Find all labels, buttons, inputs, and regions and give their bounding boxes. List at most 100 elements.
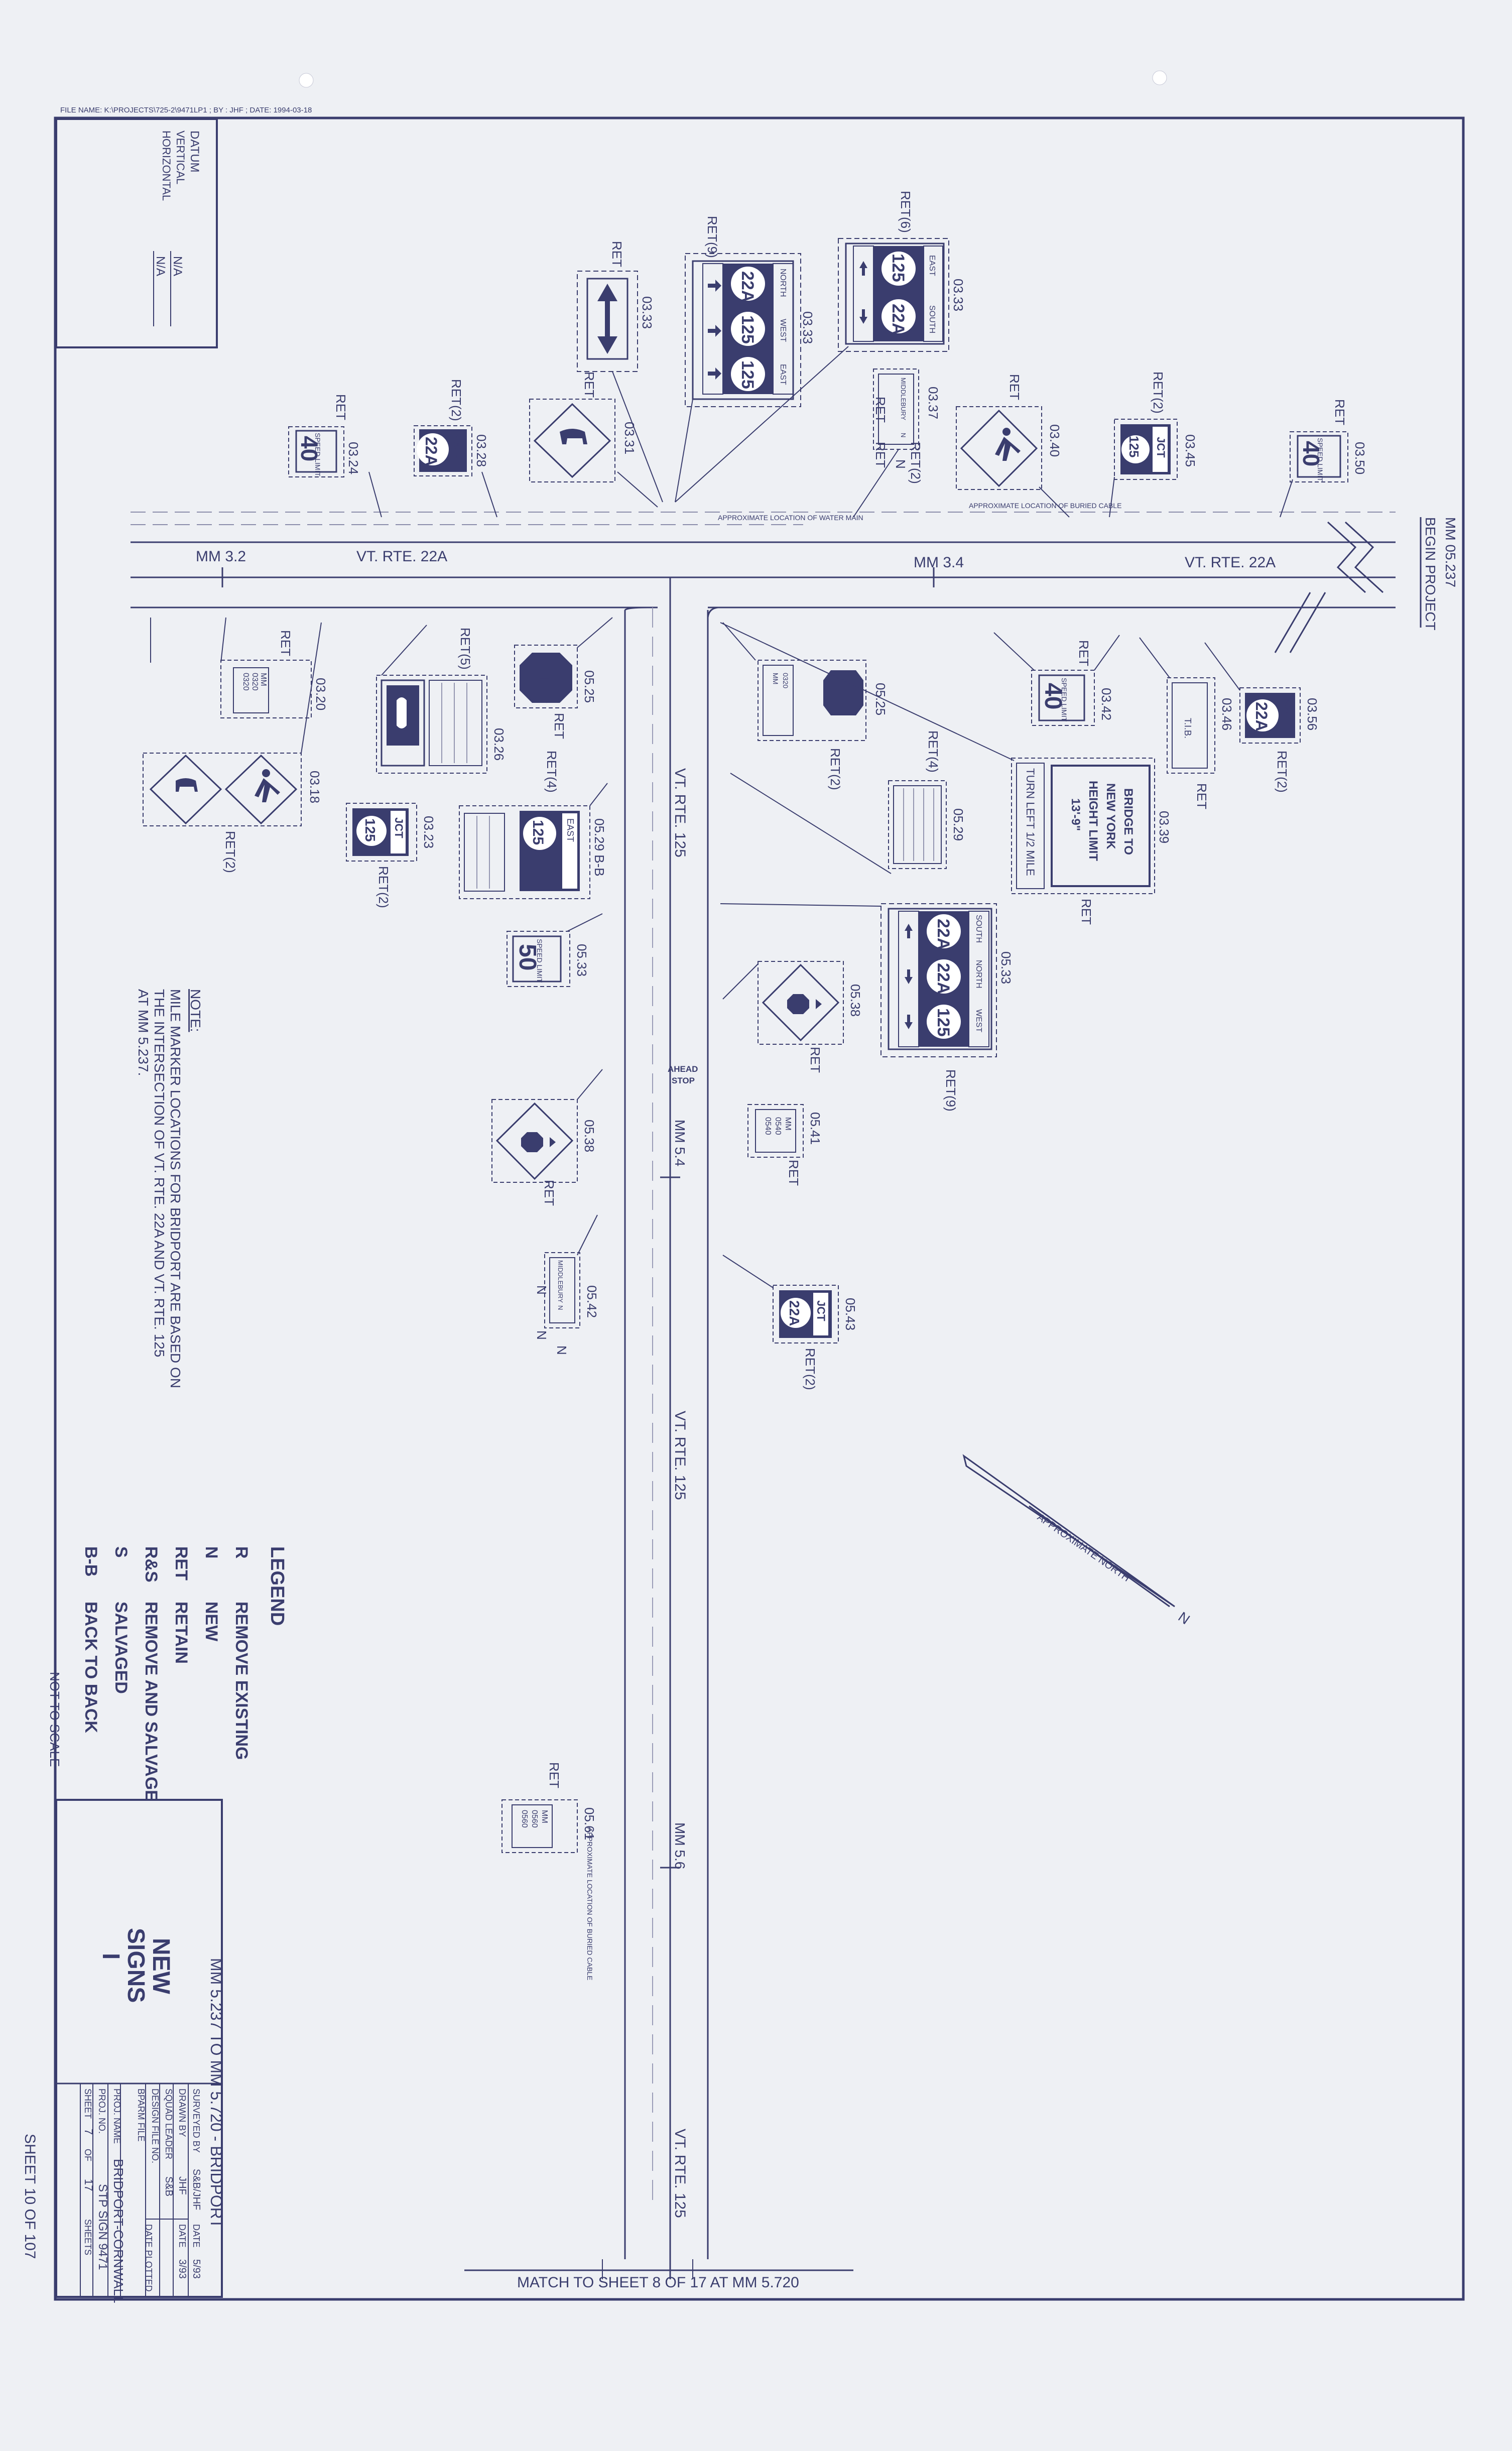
svg-text:RET: RET [278,630,293,656]
svg-text:03.50: 03.50 [1352,442,1367,474]
svg-text:SHEET: SHEET [83,2089,93,2119]
sign-05-38-stop-ahead-left: 05.38 RET [491,1069,603,1206]
label-ahead: AHEAD [668,1064,698,1074]
svg-text:STP SIGN 9471: STP SIGN 9471 [96,2184,109,2270]
sign-03-45-jct-125: 125 JCT 03.45 RET(2) [1109,372,1198,518]
svg-text:03.33: 03.33 [800,311,815,344]
svg-text:0540: 0540 [774,1117,782,1135]
svg-text:03.31: 03.31 [622,422,637,454]
label-begin-mm: MM 05.237 [1443,517,1458,587]
svg-text:N: N [557,1305,564,1310]
title-signs: SIGNS [122,1928,149,2003]
svg-text:DRAWN BY: DRAWN BY [177,2089,187,2137]
sign-03-28-route-22a: 22A SOUTH 03.28 RET(2) [414,379,497,518]
sign-05-33-speed-limit-50: SPEED LIMIT 50 05.33 [507,913,603,987]
svg-text:RET(2): RET(2) [1151,372,1166,414]
svg-text:125: 125 [738,315,757,344]
svg-text:RET: RET [1007,374,1022,400]
file-name: FILE NAME: K:\PROJECTS\725-2\9471LP1 ; B… [60,106,312,114]
svg-text:WEST: WEST [974,1009,983,1032]
svg-text:05.43: 05.43 [843,1298,858,1330]
sheet-border [54,116,1465,2301]
svg-text:03.46: 03.46 [1219,698,1234,730]
svg-text:0560: 0560 [520,1810,529,1828]
svg-text:RET: RET [582,372,597,398]
legend-title: LEGEND [267,1546,288,1626]
sign-03-39-bridge-height-limit: BRIDGE TO NEW YORK HEIGHT LIMIT 13'-9" T… [720,622,1172,925]
svg-text:DATE PLOTTED: DATE PLOTTED [144,2224,154,2292]
svg-text:0560: 0560 [530,1810,539,1828]
label-stop: STOP [672,1076,695,1085]
svg-text:RET(2): RET(2) [803,1348,818,1390]
svg-text:RET(2): RET(2) [828,748,843,790]
svg-text:05.25: 05.25 [873,683,888,715]
svg-text:PROJ. NO.: PROJ. NO. [97,2089,107,2134]
sign-05-61-mile-marker: MM 0560 0560 05.61 RET [501,1762,597,1853]
svg-text:MM: MM [784,1117,792,1131]
svg-text:B-B: B-B [81,1546,100,1576]
svg-text:BRIDGE TO: BRIDGE TO [1121,788,1135,855]
sign-03-50-speed-limit-40: SPEED LIMIT 40 03.50 RET [1280,399,1367,518]
svg-text:N: N [202,1546,221,1559]
svg-text:JCT: JCT [1155,437,1167,458]
sign-03-42-speed-limit-40: SPEED LIMIT 40 03.42 RET [993,632,1120,726]
north-label: APPROXIMATE NORTH [1035,1512,1131,1584]
svg-text:125: 125 [362,818,378,842]
svg-text:40: 40 [296,436,322,461]
sign-05-29-back-to-back: 125 EAST 05.29 B-B RET(4) [459,751,608,899]
label-rte22a-right: VT. RTE. 22A [1185,554,1276,571]
svg-text:17: 17 [82,2179,95,2191]
svg-text:N: N [554,1345,569,1355]
svg-text:03.33: 03.33 [951,279,966,311]
sign-03-46-tib: T.I.B. 03.46 RET [1139,637,1234,809]
sign-05-25-stop-right: STOP MM 0320 05.25 RET(2) [722,622,888,790]
svg-text:WEST: WEST [779,319,787,342]
svg-text:RET(4): RET(4) [926,730,941,773]
label-mm-56: MM 5.6 [672,1822,688,1869]
svg-text:22A: 22A [422,437,440,466]
svg-text:RET(5): RET(5) [458,628,473,670]
svg-text:NORTH: NORTH [974,960,983,989]
svg-text:STOP: STOP [536,663,553,703]
title-block: NEW SIGNS I MM 5.237 TO MM 5.720 - BRIDP… [55,1799,225,2303]
svg-text:05.61: 05.61 [582,1807,597,1840]
svg-text:03.33: 03.33 [640,296,655,329]
svg-text:22A: 22A [934,963,953,994]
sheet-overall-number: SHEET 10 OF 107 [22,2134,38,2259]
svg-text:SOUTH: SOUTH [928,305,936,333]
svg-text:JCT: JCT [393,817,405,838]
svg-text:125: 125 [1126,436,1142,457]
svg-text:S&B/JHF: S&B/JHF [191,2169,202,2210]
svg-text:JHF: JHF [177,2176,188,2195]
title-sheet-roman: I [97,1953,124,1959]
svg-text:03.56: 03.56 [1305,698,1320,730]
sign-03-33-guide-22a-125: 22A 125 125 NORTH WEST EAST 03.33 RET(9) [675,216,815,503]
svg-text:NORTH: NORTH [779,269,787,297]
svg-text:05.33: 05.33 [998,951,1014,984]
sign-03-18-cattle-pedestrian: 03.18 RET(2) [143,622,322,873]
svg-text:RETAIN: RETAIN [172,1602,191,1664]
svg-text:125: 125 [530,820,546,845]
svg-text:03.28: 03.28 [474,434,489,467]
sign-05-29-list: 05.29 RET(4) [730,730,966,874]
datum-horizontal-label: HORIZONTAL [160,131,173,201]
label-water-main: APPROXIMATE LOCATION OF WATER MAIN [718,514,863,522]
svg-text:RET(2): RET(2) [1275,751,1290,793]
svg-text:N: N [534,1330,549,1340]
svg-text:22A: 22A [787,1300,802,1326]
svg-text:22A: 22A [934,919,953,950]
north-arrow: APPROXIMATE NORTH N [962,1454,1193,1628]
svg-text:03.40: 03.40 [1047,424,1062,457]
note-title: NOTE: [188,989,203,1032]
svg-text:DATE: DATE [191,2224,201,2248]
svg-text:RET: RET [333,394,348,420]
svg-text:05.38: 05.38 [848,984,863,1017]
svg-text:BACK TO BACK: BACK TO BACK [81,1602,100,1733]
svg-text:OF: OF [83,2149,93,2161]
label-mm-32: MM 3.2 [196,548,246,565]
sign-03-40-pedestrian-crossing: 03.40 RET [956,374,1070,518]
datum-title: DATUM [188,131,201,173]
svg-text:0320: 0320 [250,673,259,691]
svg-text:22A: 22A [1252,702,1271,731]
